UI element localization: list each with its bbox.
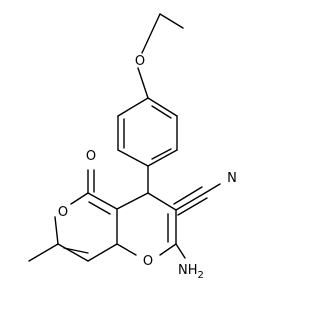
atom-n-nitrile: N [227, 171, 237, 186]
pyran-ring [116, 192, 177, 256]
bond-amino [175, 243, 186, 259]
phenyl-ring [117, 97, 178, 167]
molecule-diagram: O O O O N NH2 [28, 13, 237, 281]
pyranone-ring [28, 169, 118, 262]
nitrile-group [173, 183, 221, 216]
atom-o-ether: O [135, 54, 145, 69]
atom-o-lactone: O [58, 205, 68, 220]
amino-nh: NH [178, 263, 198, 278]
ethoxy-group [137, 13, 184, 99]
atom-o-pyran: O [143, 254, 153, 269]
amino-subscript: 2 [198, 270, 204, 281]
amino-group-label: NH2 [178, 263, 204, 281]
atom-o-carbonyl: O [86, 149, 96, 164]
